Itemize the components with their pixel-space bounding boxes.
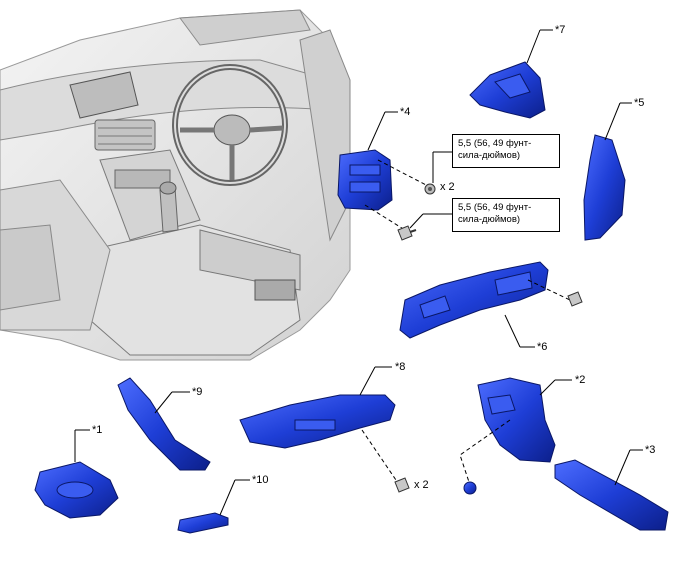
leader-4 [367, 111, 386, 151]
torque-upper-line2: сила-дюймов) [458, 150, 521, 161]
label-part-7: *7 [555, 24, 566, 36]
dashed-leader-clip-upper [377, 159, 429, 187]
label-part-8: *8 [395, 361, 406, 373]
part-3-shape [554, 459, 669, 531]
label-part-6: *6 [537, 341, 548, 353]
torque-lower-line1: 5,5 (56, 49 фунт- [458, 202, 532, 213]
label-part-5: *5 [634, 97, 645, 109]
clip-lower-shape [463, 481, 477, 495]
label-part-9: *9 [192, 386, 203, 398]
leader-2 [539, 379, 556, 396]
label-part-3: *3 [645, 444, 656, 456]
screw-part6-shape [567, 291, 583, 307]
torque-lower-line2: сила-дюймов) [458, 214, 521, 225]
label-part-2: *2 [575, 374, 586, 386]
torque-callout-lower: 5,5 (56, 49 фунт- сила-дюймов) [452, 198, 560, 232]
part-1-shape [34, 461, 119, 519]
leader-3 [614, 449, 631, 486]
dashed-leader-screw-upper [364, 204, 406, 231]
label-part-4: *4 [400, 106, 411, 118]
dashboard-interior-illustration [0, 9, 351, 361]
screw-upper-shape [397, 225, 417, 241]
screw-lower-shape [394, 477, 410, 493]
part-10-shape [177, 512, 229, 534]
quantity-clip-upper: x 2 [440, 181, 455, 193]
leader-7 [526, 29, 541, 64]
part-7-shape [469, 61, 546, 119]
part-5-shape [583, 134, 626, 241]
part-9-shape [117, 377, 211, 471]
torque-callout-upper: 5,5 (56, 49 фунт- сила-дюймов) [452, 134, 560, 168]
part-4-shape [337, 149, 393, 211]
part-8-shape [239, 394, 396, 449]
dashed-leader-screw-lower [361, 429, 399, 484]
label-part-10: *10 [252, 474, 269, 486]
clip-upper-shape [424, 183, 436, 195]
dashed-leader-part6-screw [527, 279, 571, 301]
leader-9 [154, 391, 173, 414]
torque-upper-line1: 5,5 (56, 49 фунт- [458, 138, 532, 149]
quantity-screw-lower: x 2 [414, 479, 429, 491]
leader-10 [219, 479, 236, 516]
part-6-shape [399, 261, 549, 339]
leader-8 [359, 366, 376, 396]
label-part-1: *1 [92, 424, 103, 436]
leader-6 [504, 314, 521, 348]
leader-5 [604, 102, 621, 141]
part-2-shape [477, 377, 556, 463]
